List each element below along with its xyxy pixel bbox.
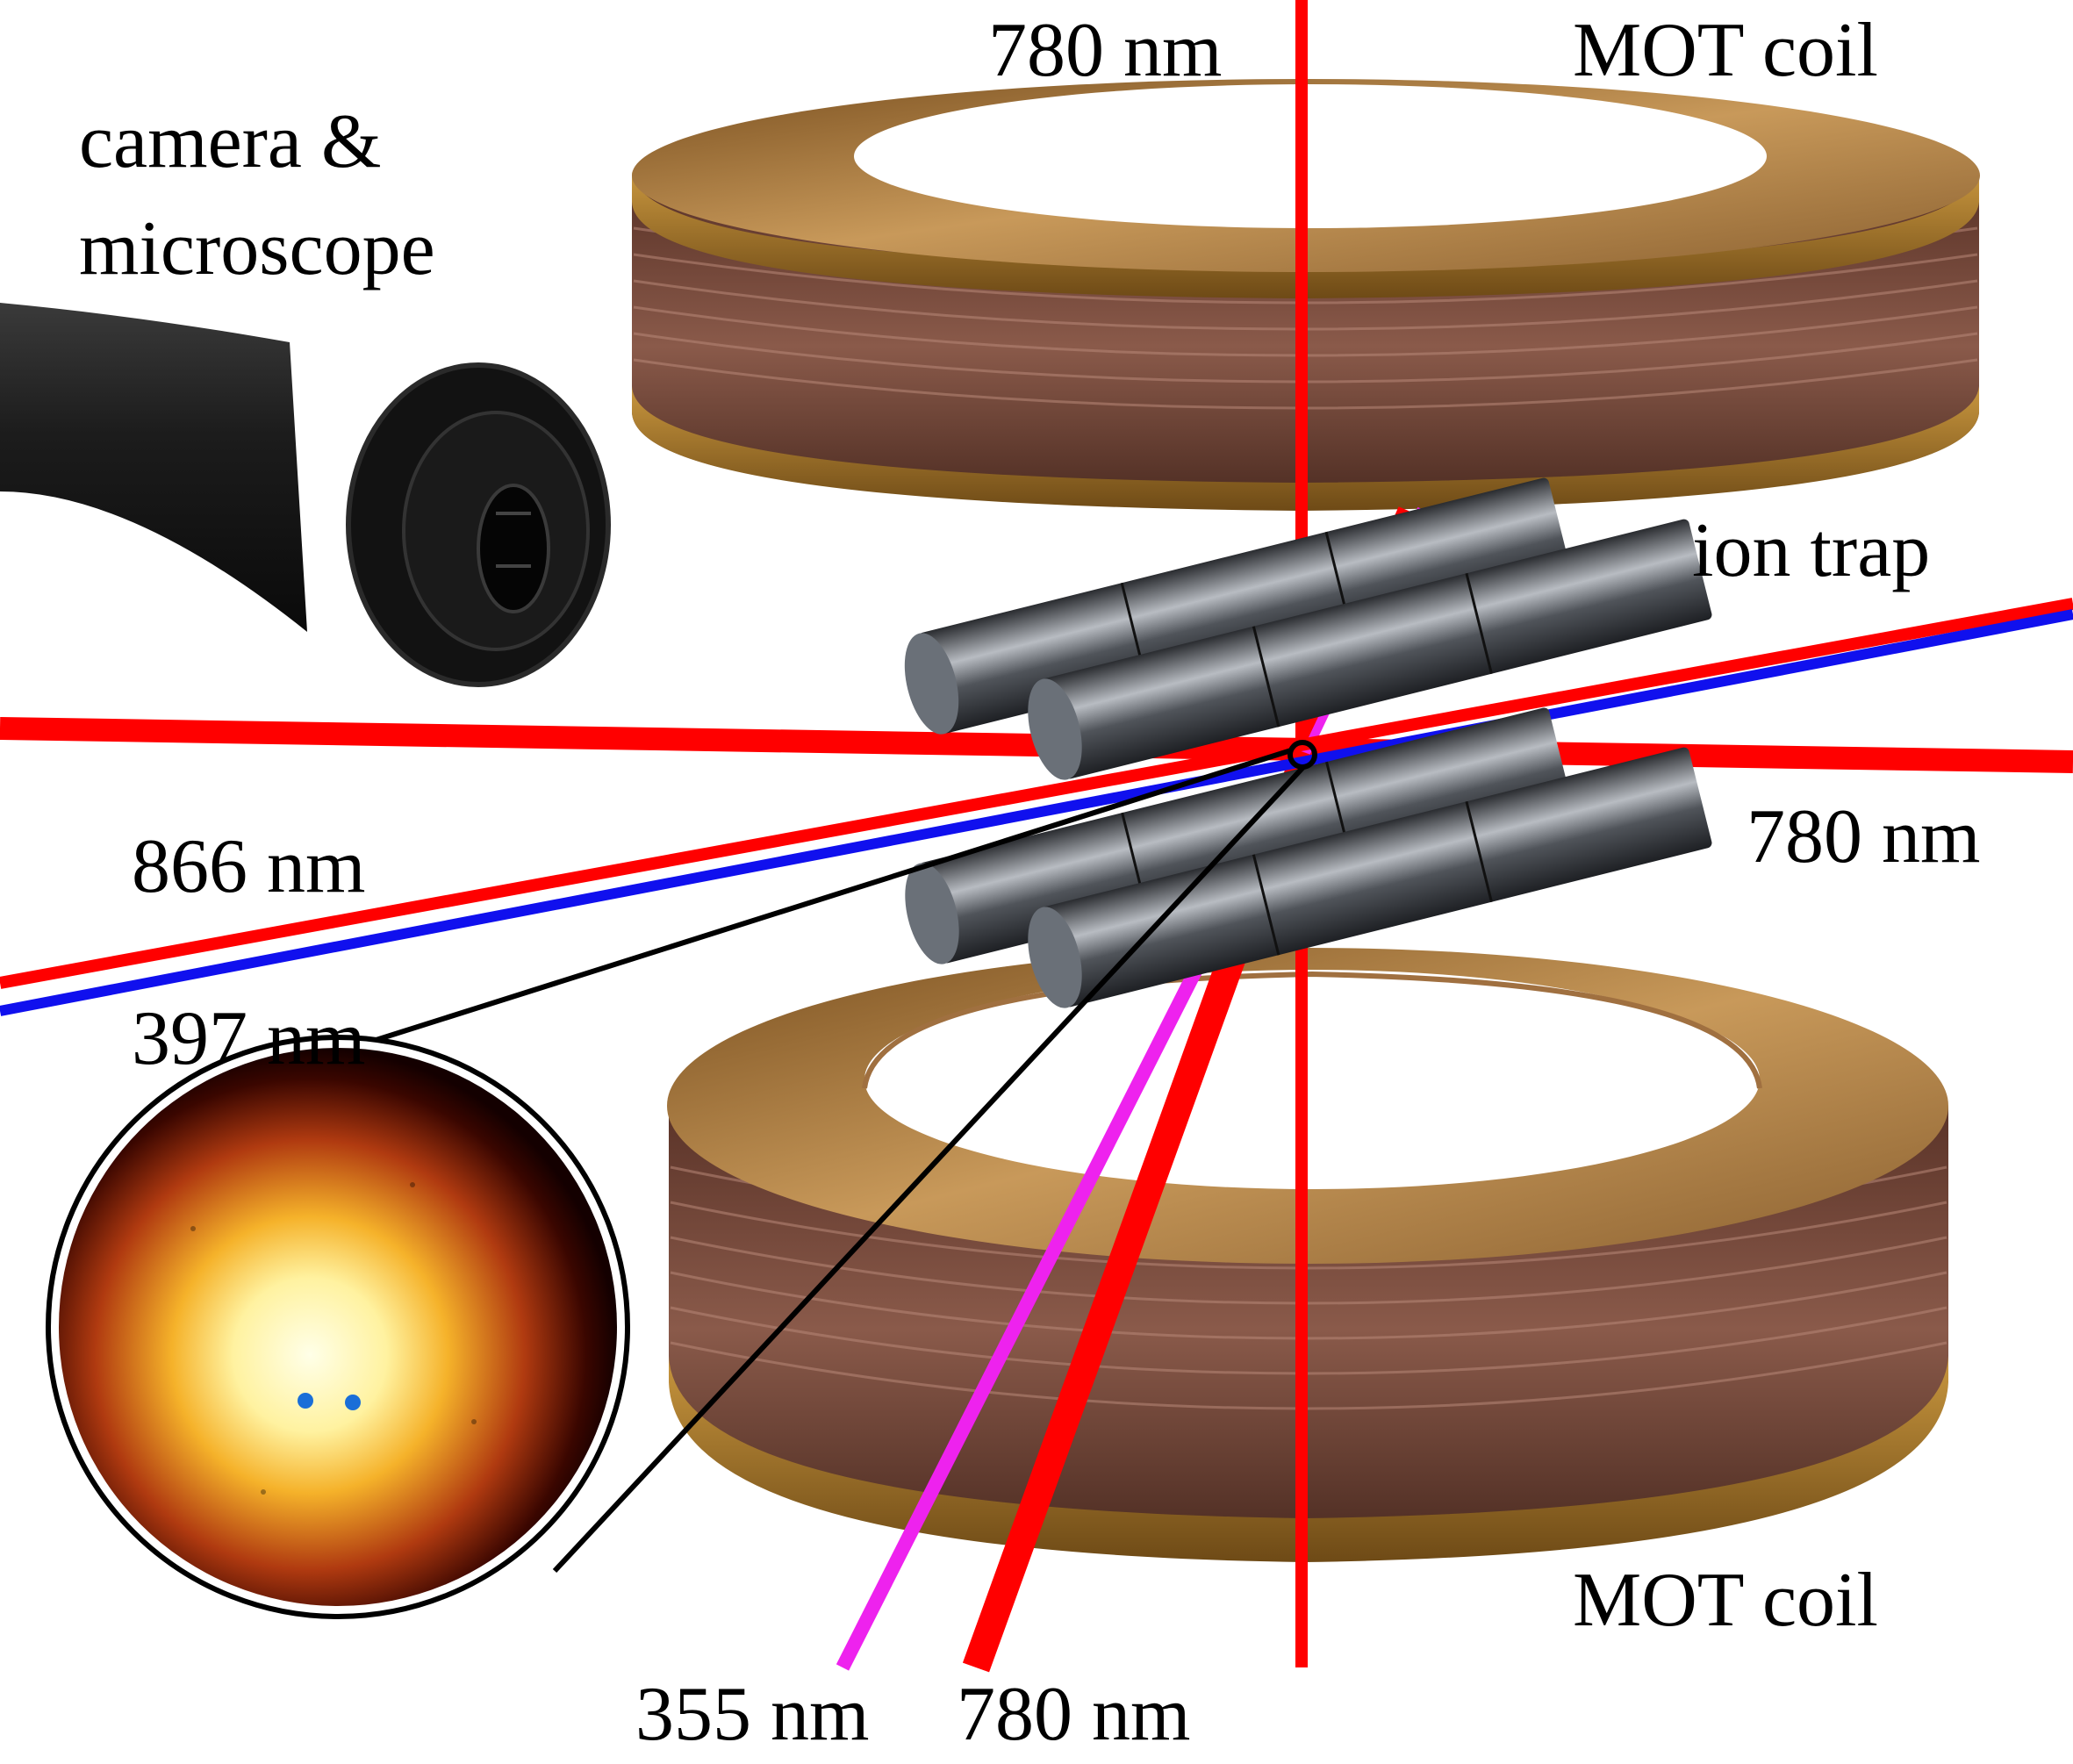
label-866nm: 866 nm [132,824,366,909]
label-780nm-right: 780 nm [1747,794,1981,879]
label-397nm: 397 nm [132,996,366,1081]
ion-trap [904,477,1712,1008]
label-mot-coil-bottom: MOT coil [1573,1558,1878,1643]
beam-397 [0,609,2073,1016]
label-355nm: 355 nm [635,1672,870,1757]
label-780nm-top: 780 nm [988,8,1223,93]
ion-2 [345,1395,361,1410]
ion-1 [298,1393,313,1409]
label-ion-trap: ion trap [1692,508,1931,593]
label-microscope: microscope [79,206,435,291]
label-780nm-bottom: 780 nm [957,1672,1191,1757]
label-camera: camera & [79,99,382,184]
label-mot-coil-top: MOT coil [1573,8,1878,93]
beam-866 [0,598,2073,989]
fluorescence-inset [46,1035,630,1619]
camera-microscope [0,303,611,687]
zoom-indicator [245,740,1317,1574]
